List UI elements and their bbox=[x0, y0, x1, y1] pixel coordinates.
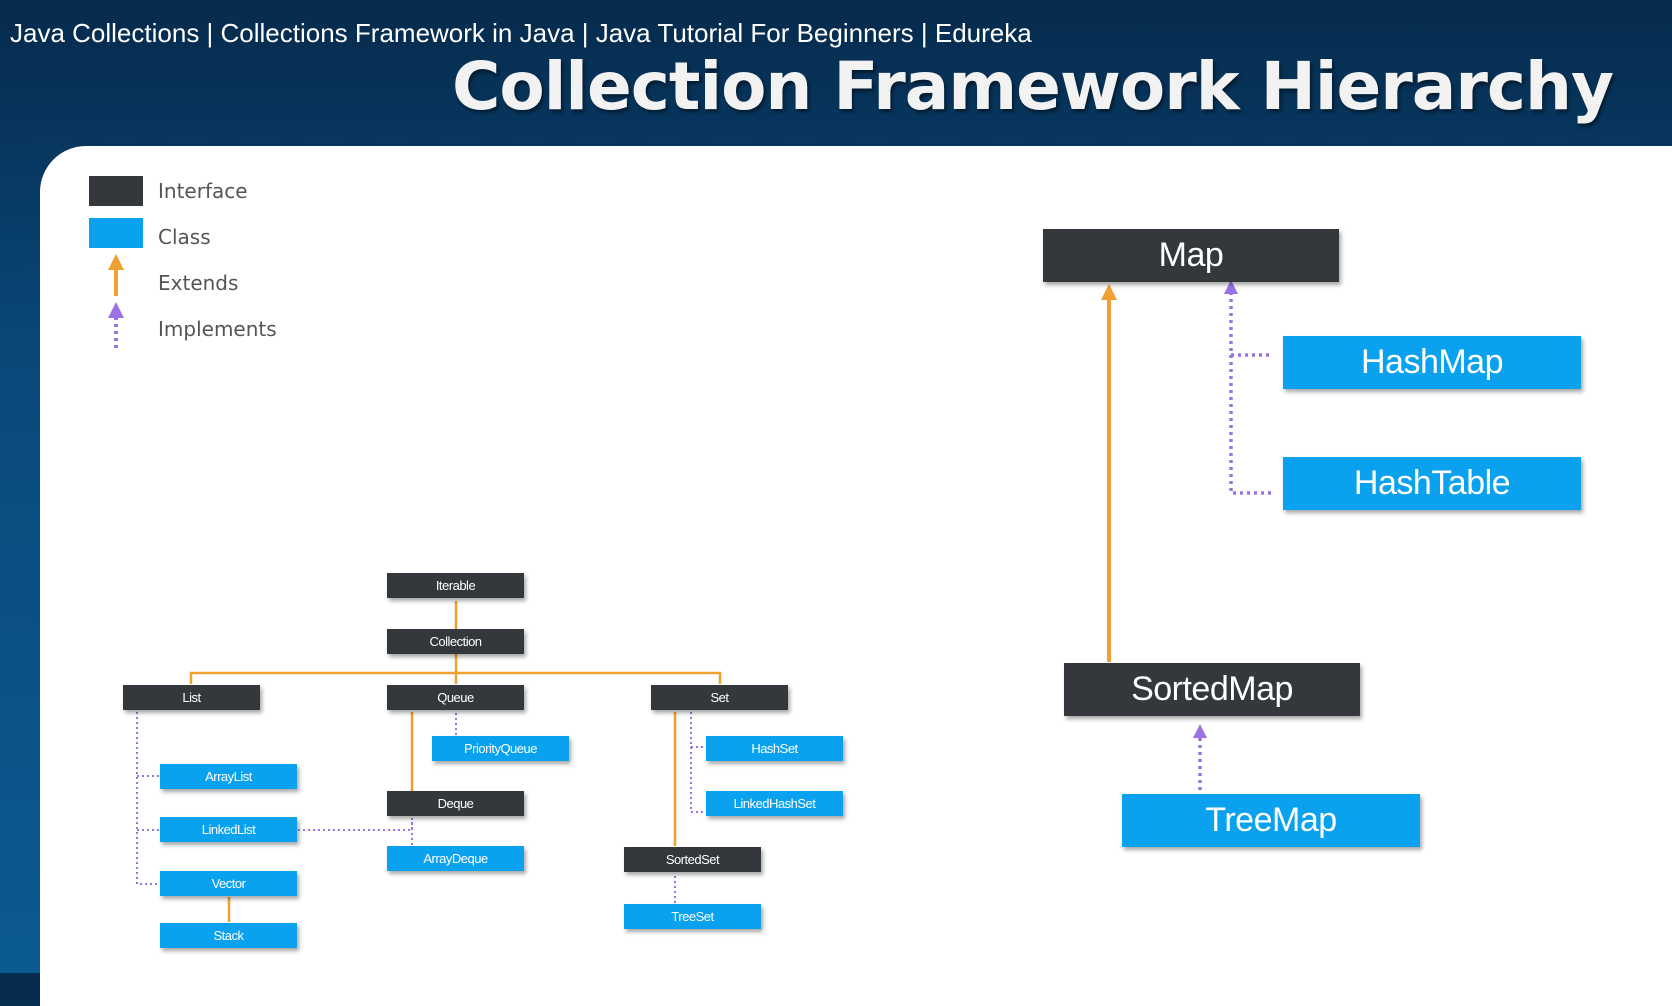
edge-list-implementations bbox=[136, 712, 160, 885]
node-treemap: TreeMap bbox=[1122, 794, 1420, 847]
node-collection: Collection bbox=[387, 629, 524, 654]
node-hashset: HashSet bbox=[706, 736, 843, 761]
node-map: Map bbox=[1043, 229, 1339, 282]
legend-interface-label: Interface bbox=[158, 179, 248, 203]
node-treeset: TreeSet bbox=[624, 904, 761, 929]
node-sortedmap: SortedMap bbox=[1064, 663, 1360, 716]
slide-panel bbox=[40, 146, 1672, 1006]
legend-class-swatch bbox=[89, 218, 143, 248]
node-sortedset: SortedSet bbox=[624, 847, 761, 872]
node-hashmap: HashMap bbox=[1283, 336, 1581, 389]
legend-interface-swatch bbox=[89, 176, 143, 206]
node-set: Set bbox=[651, 685, 788, 710]
arrowhead-sortedmap-implements bbox=[1193, 724, 1207, 738]
node-stack: Stack bbox=[160, 923, 297, 948]
node-priorityqueue: PriorityQueue bbox=[432, 736, 569, 761]
edge-map-implementations bbox=[1229, 290, 1271, 495]
node-arraydeque: ArrayDeque bbox=[387, 846, 524, 871]
edge-linkedlist-deque bbox=[298, 818, 413, 831]
node-vector: Vector bbox=[160, 871, 297, 896]
hierarchy-connectors bbox=[108, 254, 1271, 922]
node-linkedlist: LinkedList bbox=[160, 817, 297, 842]
node-arraylist: ArrayList bbox=[160, 764, 297, 789]
node-list: List bbox=[123, 685, 260, 710]
node-hashtable: HashTable bbox=[1283, 457, 1581, 510]
node-iterable: Iterable bbox=[387, 573, 524, 598]
slide-title: Collection Framework Hierarchy bbox=[452, 48, 1614, 125]
edge-set-implementations bbox=[690, 712, 706, 813]
legend-implements-label: Implements bbox=[158, 317, 277, 341]
legend-class-label: Class bbox=[158, 225, 211, 249]
arrowhead-map-implements bbox=[1224, 280, 1238, 294]
node-queue: Queue bbox=[387, 685, 524, 710]
video-title: Java Collections | Collections Framework… bbox=[10, 18, 1032, 48]
node-linkedhashset: LinkedHashSet bbox=[706, 791, 843, 816]
node-deque: Deque bbox=[387, 791, 524, 816]
legend-extends-label: Extends bbox=[158, 271, 239, 295]
